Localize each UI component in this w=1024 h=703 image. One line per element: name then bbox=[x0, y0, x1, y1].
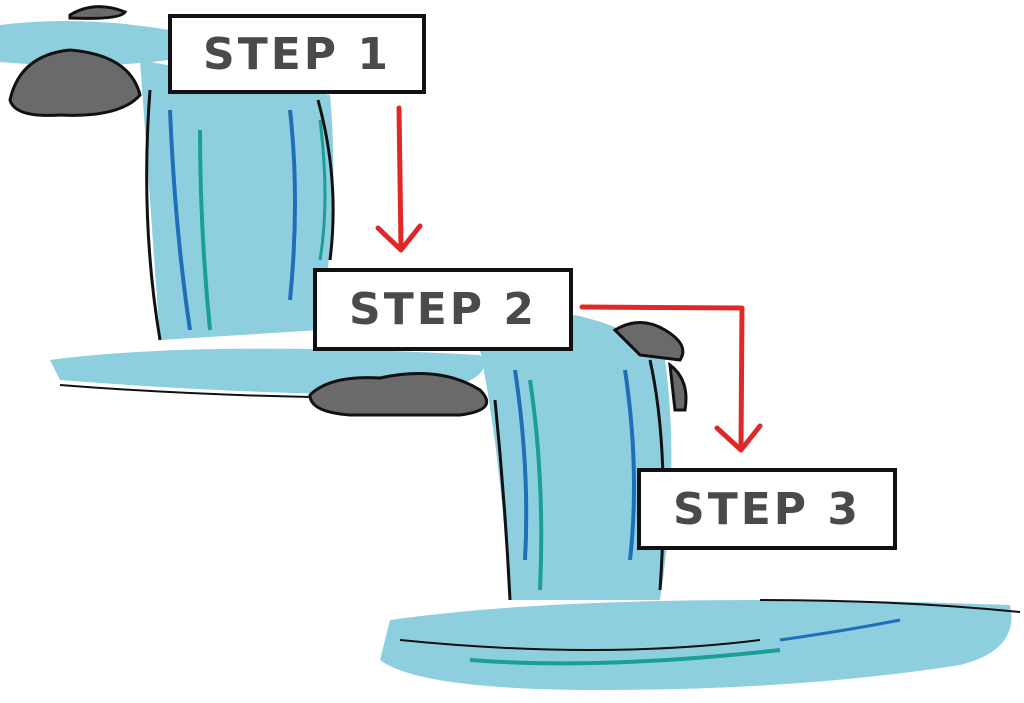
upper-pool bbox=[0, 21, 484, 400]
arrow-step2-to-step3 bbox=[579, 304, 763, 453]
rocks bbox=[8, 5, 688, 417]
step-1-label: STEP 1 bbox=[203, 28, 391, 80]
lower-pool bbox=[380, 599, 1021, 690]
step-3-box: STEP 3 bbox=[637, 468, 897, 550]
arrow-step1-to-step2 bbox=[375, 105, 423, 253]
step-1-box: STEP 1 bbox=[168, 14, 426, 94]
step-3-label: STEP 3 bbox=[673, 483, 861, 535]
step-2-box: STEP 2 bbox=[313, 268, 573, 351]
step-2-label: STEP 2 bbox=[349, 284, 537, 335]
middle-falls bbox=[480, 315, 672, 601]
